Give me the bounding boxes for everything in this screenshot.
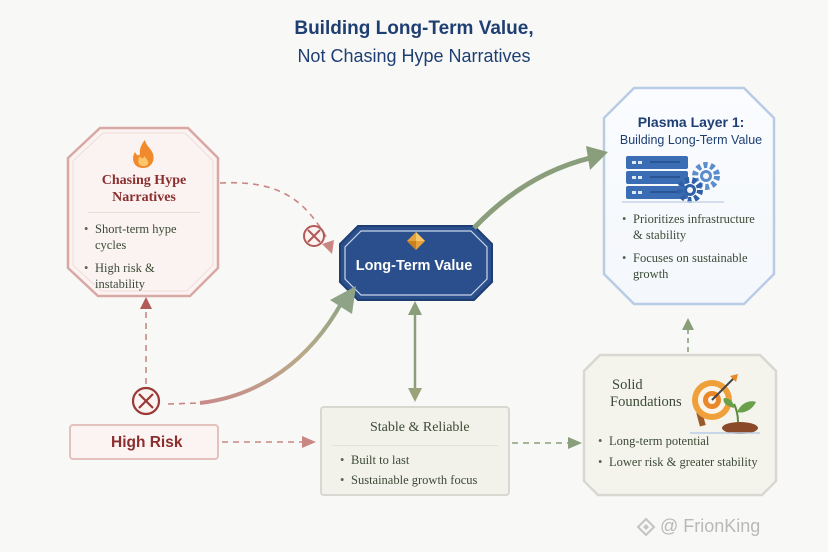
value-to-plasma-arrow — [472, 155, 591, 230]
server-gears-icon — [622, 156, 724, 203]
hype-bullet: High risk & instability — [82, 260, 206, 292]
foundations-card: Solid Foundations Long-term potential Lo… — [584, 355, 776, 495]
stable-card: Stable & Reliable Built to last Sustaina… — [320, 406, 510, 496]
diagram-subtitle: Not Chasing Hype Narratives — [297, 46, 531, 66]
foundations-bullet: Lower risk & greater stability — [596, 454, 776, 470]
fire-icon — [133, 140, 154, 168]
high-risk-label: High Risk — [111, 434, 183, 451]
hype-card-title-line2: Narratives — [112, 190, 176, 205]
x-circle-icon — [131, 386, 161, 416]
stable-card-title: Stable & Reliable — [370, 420, 470, 435]
central-node-frame — [339, 225, 493, 301]
hype-bullet: Short-term hype cycles — [82, 221, 206, 253]
stable-bullet: Built to last — [338, 452, 477, 468]
x-circle-icon — [303, 225, 325, 247]
hype-card: Chasing Hype Narratives Short-term hype … — [68, 128, 218, 296]
plasma-card: Plasma Layer 1: Building Long-Term Value… — [604, 88, 774, 304]
watermark-logo-icon — [636, 517, 656, 537]
plasma-bullet: Focuses on sustainable growth — [620, 250, 766, 282]
plasma-card-title: Plasma Layer 1: — [637, 114, 745, 130]
target-sprout-icon — [690, 374, 760, 434]
foundations-title-line1: Solid — [612, 377, 643, 393]
diagram-title: Building Long-Term Value, — [294, 18, 534, 39]
hype-card-title-line1: Chasing Hype — [101, 173, 187, 188]
foundations-bullet: Long-term potential — [596, 433, 776, 449]
plasma-card-subtitle: Building Long-Term Value — [619, 133, 763, 147]
high-risk-badge: High Risk — [69, 424, 219, 460]
stable-card-divider — [332, 445, 498, 446]
stable-bullet: Sustainable growth focus — [338, 472, 477, 488]
plasma-bullet: Prioritizes infrastructure & stability — [620, 211, 766, 243]
watermark: @ FrionKing — [660, 516, 761, 536]
rising-value-arrow — [199, 301, 344, 405]
foundations-title-line2: Foundations — [610, 394, 682, 410]
diamond-icon — [407, 232, 425, 250]
central-node-label: Long-Term Value — [355, 258, 473, 274]
